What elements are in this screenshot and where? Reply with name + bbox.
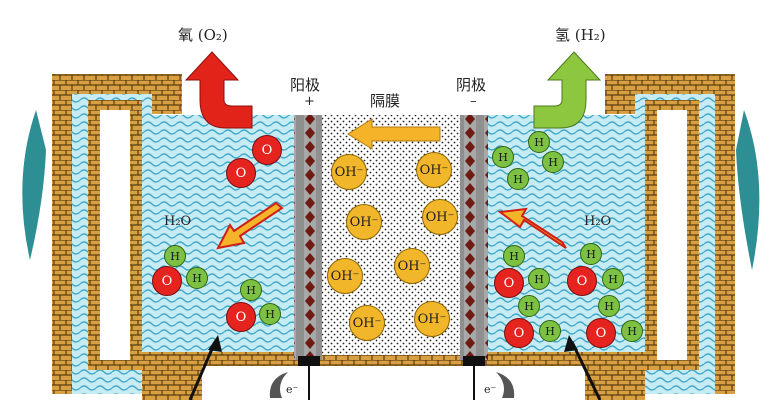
oxygen-label: 氧 (O₂) <box>178 26 228 44</box>
hydrogen-atom: H <box>602 268 624 290</box>
oxygen-atom: O <box>504 318 534 348</box>
anode-sign: + <box>304 94 315 109</box>
oxygen-atom: O <box>567 266 597 296</box>
hydrogen-atom: H <box>164 245 186 267</box>
right-cell-wall <box>605 74 735 394</box>
cell-floor <box>142 352 645 366</box>
left-pointer-arrow <box>188 341 217 400</box>
hydrogen-atom: H <box>503 245 525 267</box>
cathode-terminal <box>463 356 485 366</box>
hydrogen-atom: H <box>492 146 514 168</box>
hydroxide-ion: OH⁻ <box>327 258 363 294</box>
hydrogen-atom: H <box>542 151 564 173</box>
oxygen-atom: O <box>152 266 182 296</box>
hydroxide-ion: OH⁻ <box>422 199 458 235</box>
anode-terminal <box>298 356 320 366</box>
hydrogen-atom: H <box>528 268 550 290</box>
hydrogen-atom: H <box>240 279 262 301</box>
hydroxide-ion: OH⁻ <box>331 154 367 190</box>
oxygen-atom: O <box>226 302 256 332</box>
anode-label: 阳极 <box>290 76 321 94</box>
hydrogen-atom: H <box>598 295 620 317</box>
right-diagonal-arrow-icon <box>497 207 567 249</box>
hydrogen-atom: H <box>259 303 281 325</box>
hydrogen-atom: H <box>580 243 602 265</box>
hydrogen-out-arrow-icon <box>533 51 602 129</box>
cathode-label: 阴极 <box>456 76 487 94</box>
membrane-label: 隔膜 <box>370 92 401 110</box>
hydrogen-atom: H <box>539 320 561 342</box>
electron-label-left: e⁻ <box>286 383 299 396</box>
electron-label-right: e⁻ <box>484 383 497 396</box>
anode-electrode <box>294 115 322 360</box>
oxygen-atom: O <box>494 268 524 298</box>
oxygen-atom: O <box>226 158 256 188</box>
cathode-sign: – <box>470 94 477 109</box>
hydroxide-ion: OH⁻ <box>346 204 382 240</box>
oxygen-out-arrow-icon <box>184 51 253 129</box>
hydroxide-flow-arrow-icon <box>347 118 441 150</box>
hydrogen-atom: H <box>621 320 643 342</box>
hydroxide-ion: OH⁻ <box>416 152 452 188</box>
hydrogen-atom: H <box>518 295 540 317</box>
left-flow-blade-icon <box>22 110 46 260</box>
hydrogen-label: 氢 (H₂) <box>555 26 606 44</box>
cathode-electrode <box>460 115 488 360</box>
hydrogen-atom: H <box>528 131 550 153</box>
hydroxide-ion: OH⁻ <box>349 305 385 341</box>
oxygen-atom: O <box>586 318 616 348</box>
water-label-right: H₂O <box>584 214 612 229</box>
hydrogen-atom: H <box>507 168 529 190</box>
hydroxide-ion: OH⁻ <box>414 301 450 337</box>
right-flow-blade-icon <box>736 110 760 270</box>
hydrogen-atom: H <box>186 267 208 289</box>
left-diagonal-arrow-icon <box>216 201 284 250</box>
water-label-left: H₂O <box>164 214 192 229</box>
right-pointer-arrow <box>570 341 602 400</box>
left-electron-swoosh-icon <box>269 372 288 398</box>
oxygen-atom: O <box>252 135 282 165</box>
left-cell-wall <box>52 74 182 394</box>
hydroxide-ion: OH⁻ <box>394 248 430 284</box>
right-electron-swoosh-icon <box>496 372 515 398</box>
cathode-electrolyte <box>488 115 645 355</box>
